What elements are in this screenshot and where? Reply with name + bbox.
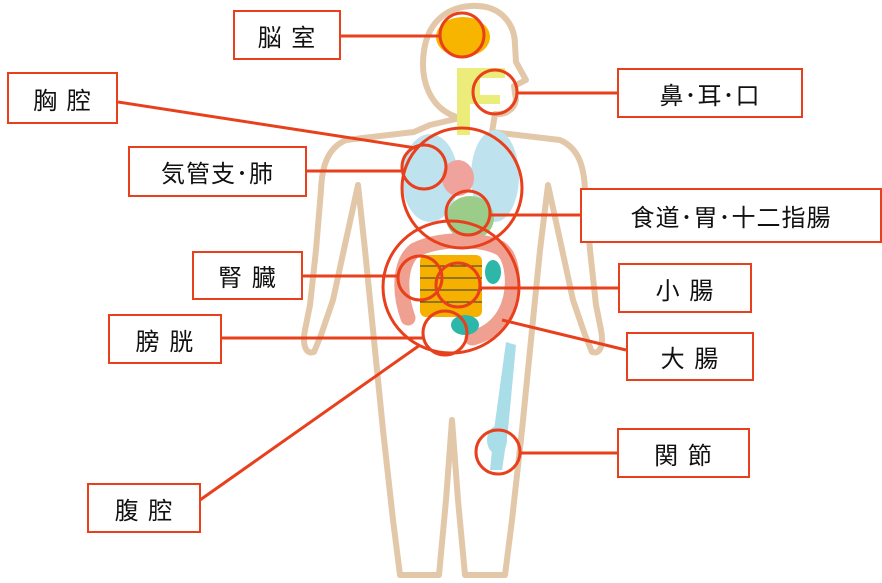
label-nose-ear-mouth: 鼻･耳･口: [617, 68, 803, 118]
label-small-intestine: 小 腸: [618, 263, 752, 313]
label-kidney: 腎 臓: [192, 251, 303, 300]
label-abdomen: 腹 腔: [87, 483, 201, 533]
leader-large-intestine: [502, 320, 626, 350]
label-chest: 胸 腔: [7, 72, 118, 124]
duodenum-shape: [485, 260, 501, 284]
label-brain: 脳 室: [233, 10, 341, 60]
leader-chest: [118, 102, 416, 148]
label-digestive: 食道･胃･十二指腸: [580, 188, 882, 243]
label-bladder: 膀 胱: [108, 314, 222, 364]
label-joint: 関 節: [617, 428, 750, 478]
label-lung: 気管支･肺: [128, 146, 307, 197]
label-large-intestine: 大 腸: [626, 332, 754, 381]
